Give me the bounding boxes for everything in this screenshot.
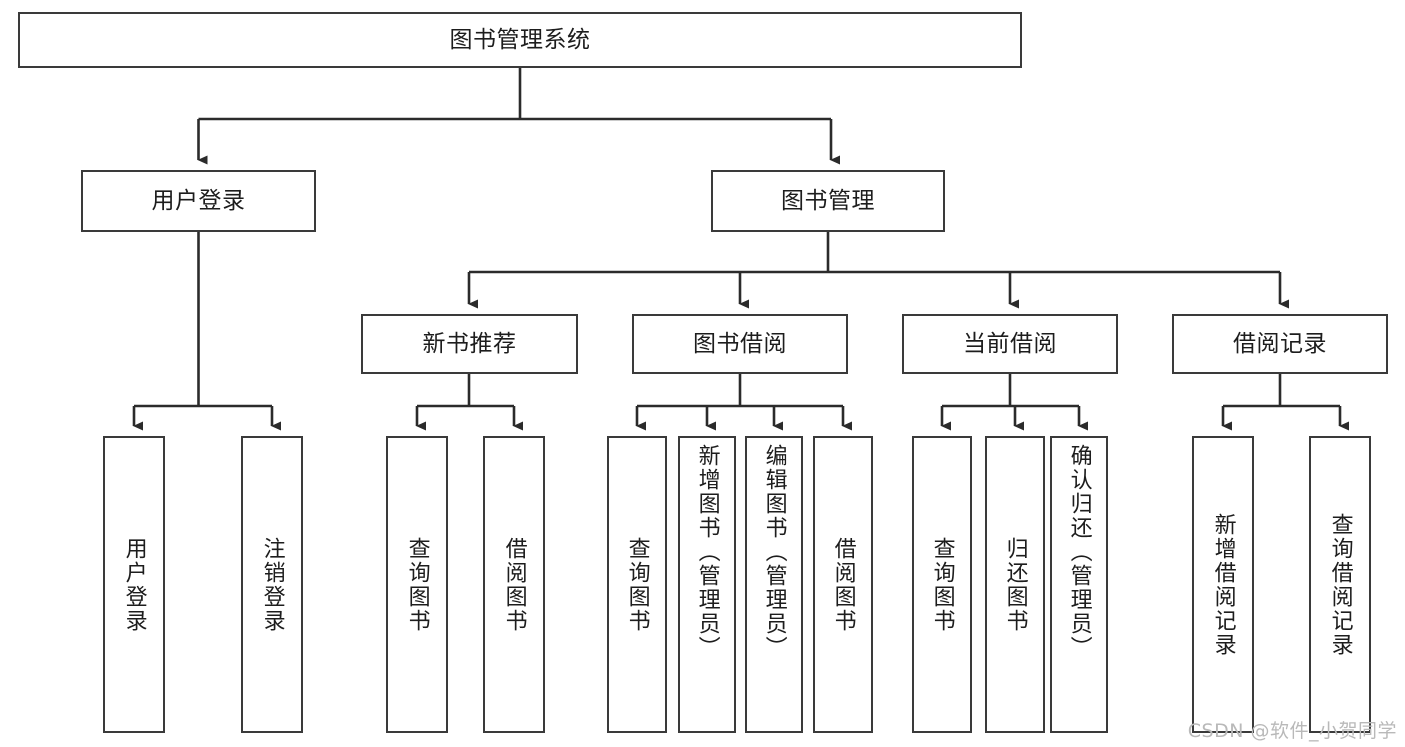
node-book-manage-label: 图书管理: [781, 187, 875, 214]
node-query-book-new-label: 查询图书: [404, 536, 430, 633]
node-book-borrow[interactable]: 图书借阅: [632, 314, 848, 374]
node-current-borrow[interactable]: 当前借阅: [902, 314, 1118, 374]
node-user-login-label: 用户登录: [151, 187, 246, 214]
node-root-label: 图书管理系统: [449, 26, 591, 53]
node-borrow-book-borrow-label: 借阅图书: [830, 536, 856, 633]
node-add-borrow-record[interactable]: 新增借阅记录: [1192, 436, 1254, 733]
node-user-logout-leaf[interactable]: 注销登录: [241, 436, 303, 733]
node-borrow-book-new-label: 借阅图书: [501, 536, 527, 633]
node-edit-book-admin[interactable]: 编辑图书（管理员）: [745, 436, 803, 733]
node-query-book-new[interactable]: 查询图书: [386, 436, 448, 733]
node-query-book-borrow[interactable]: 查询图书: [607, 436, 667, 733]
node-book-manage[interactable]: 图书管理: [711, 170, 945, 232]
node-query-book-borrow-label: 查询图书: [624, 536, 650, 633]
node-current-borrow-label: 当前借阅: [963, 330, 1057, 357]
node-confirm-return-admin[interactable]: 确认归还（管理员）: [1050, 436, 1108, 733]
node-return-book-label: 归还图书: [1002, 536, 1028, 633]
node-borrow-book-new[interactable]: 借阅图书: [483, 436, 545, 733]
node-borrow-record[interactable]: 借阅记录: [1172, 314, 1388, 374]
node-query-book-current[interactable]: 查询图书: [912, 436, 972, 733]
node-confirm-return-admin-label: 确认归还（管理员）: [1066, 444, 1092, 660]
node-borrow-book-borrow[interactable]: 借阅图书: [813, 436, 873, 733]
node-user-login[interactable]: 用户登录: [81, 170, 316, 232]
node-book-borrow-label: 图书借阅: [693, 330, 787, 357]
node-root[interactable]: 图书管理系统: [18, 12, 1022, 68]
csdn-watermark: CSDN @软件_小贺同学: [1187, 720, 1397, 742]
node-add-borrow-record-label: 新增借阅记录: [1210, 512, 1236, 657]
node-new-book-recommend-label: 新书推荐: [422, 330, 517, 357]
node-add-book-admin[interactable]: 新增图书（管理员）: [678, 436, 736, 733]
node-query-borrow-record-label: 查询借阅记录: [1327, 512, 1353, 657]
node-new-book-recommend[interactable]: 新书推荐: [361, 314, 578, 374]
node-return-book[interactable]: 归还图书: [985, 436, 1045, 733]
node-user-logout-leaf-label: 注销登录: [259, 536, 285, 633]
node-edit-book-admin-label: 编辑图书（管理员）: [761, 444, 787, 660]
node-add-book-admin-label: 新增图书（管理员）: [694, 444, 720, 660]
node-query-book-current-label: 查询图书: [929, 536, 955, 633]
node-user-login-leaf[interactable]: 用户登录: [103, 436, 165, 733]
node-user-login-leaf-label: 用户登录: [121, 536, 147, 633]
node-query-borrow-record[interactable]: 查询借阅记录: [1309, 436, 1371, 733]
node-borrow-record-label: 借阅记录: [1233, 330, 1327, 357]
